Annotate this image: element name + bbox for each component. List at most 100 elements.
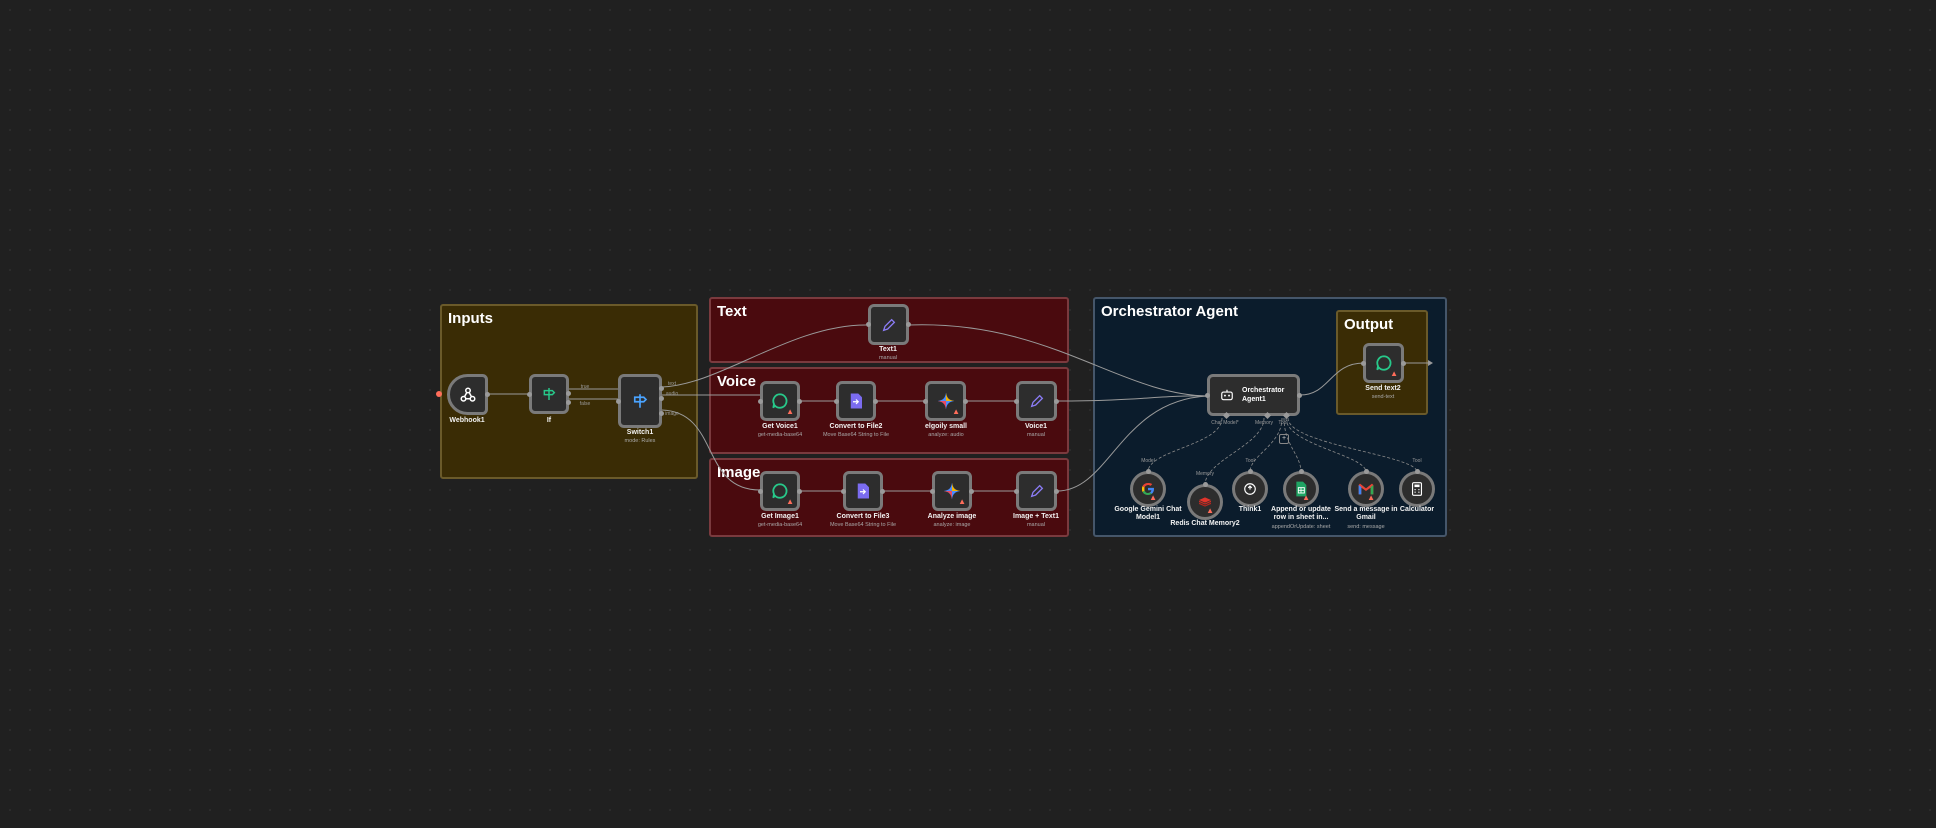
get-image-node[interactable]: ▲	[758, 471, 802, 511]
add-tool-button[interactable]: +	[1279, 434, 1289, 444]
calculator-icon	[1411, 482, 1423, 496]
group-title: Image	[717, 464, 761, 481]
sheets-icon	[1295, 481, 1307, 497]
input-port[interactable]	[1361, 360, 1366, 366]
node-label: Text1	[879, 346, 897, 353]
edge-label-false: false	[579, 401, 591, 407]
edge-label-model: Model	[1141, 458, 1155, 464]
node-label: Get Voice1	[762, 423, 798, 430]
edge-label-true: true	[580, 384, 590, 390]
node-label: Voice1	[1024, 423, 1048, 430]
input-port[interactable]	[866, 322, 871, 327]
node-subtitle: Move Base64 String to File	[829, 522, 897, 528]
node-label: Switch1	[626, 429, 654, 436]
gmail-node[interactable]: ▲	[1348, 469, 1384, 507]
node-subtitle: mode: Rules	[624, 438, 656, 444]
input-port[interactable]	[930, 488, 935, 494]
warning-icon: ▲	[952, 407, 960, 416]
warning-icon: ▲	[1302, 493, 1310, 502]
text1-node[interactable]	[866, 304, 911, 345]
webhook-trigger-dot	[436, 391, 442, 397]
output-port[interactable]	[1145, 469, 1151, 474]
warning-icon: ▲	[786, 407, 794, 416]
output-port[interactable]	[1363, 469, 1369, 474]
chat-bubble-icon	[771, 392, 789, 410]
warning-icon: ▲	[786, 497, 794, 506]
analyze-image-node[interactable]: ▲	[930, 471, 974, 511]
gemini-icon	[937, 392, 955, 410]
input-port[interactable]	[834, 398, 839, 404]
if-node[interactable]	[527, 374, 571, 414]
output-port-image[interactable]	[659, 411, 664, 416]
pencil-icon	[1029, 393, 1045, 409]
output-port[interactable]	[1054, 488, 1059, 494]
elgoily-small-node[interactable]: ▲	[923, 381, 968, 421]
output-port[interactable]	[1401, 360, 1406, 366]
edge-label-tool: Tool	[1412, 458, 1422, 464]
image-text-node[interactable]	[1014, 471, 1059, 511]
node-subtitle: manual	[878, 355, 898, 361]
get-voice-node[interactable]: ▲	[758, 381, 802, 421]
group-title: Voice	[717, 373, 756, 390]
input-port[interactable]	[527, 391, 532, 397]
convert-to-file2-node[interactable]	[834, 381, 878, 421]
think-node[interactable]	[1232, 469, 1268, 507]
output-port[interactable]	[797, 488, 802, 494]
node-label: Convert to File3	[836, 513, 890, 520]
input-port[interactable]	[841, 488, 846, 494]
gemini-chat-model-node[interactable]: ▲	[1130, 469, 1166, 507]
node-label: Orchestrator Agent1	[1242, 387, 1285, 403]
output-port[interactable]	[1298, 469, 1304, 474]
output-port[interactable]	[969, 488, 974, 494]
robot-icon	[1220, 388, 1234, 402]
google-icon	[1140, 481, 1156, 497]
calculator-node[interactable]	[1399, 469, 1435, 507]
output-port[interactable]	[1297, 392, 1302, 398]
input-port[interactable]	[616, 398, 621, 404]
node-label: Send text2	[1365, 385, 1401, 392]
file-convert-icon	[855, 482, 871, 500]
output-port[interactable]	[485, 392, 490, 397]
pencil-icon	[881, 317, 897, 333]
output-port[interactable]	[906, 322, 911, 327]
output-port-false[interactable]	[566, 400, 571, 405]
node-label: Analyze image	[927, 513, 977, 520]
output-port[interactable]	[880, 488, 885, 494]
input-port[interactable]	[758, 488, 763, 494]
node-subtitle: Move Base64 String to File	[822, 432, 890, 438]
output-port-text[interactable]	[659, 386, 664, 391]
output-port[interactable]	[1414, 469, 1420, 474]
pencil-icon	[1029, 483, 1045, 499]
input-port[interactable]	[1014, 488, 1019, 494]
node-subtitle: analyze: audio	[928, 432, 964, 438]
switch-node[interactable]	[616, 374, 664, 428]
redis-memory-node[interactable]: ▲	[1187, 482, 1223, 520]
orchestrator-agent-node[interactable]: Orchestrator Agent1	[1205, 374, 1302, 420]
gmail-icon	[1358, 483, 1374, 495]
output-port[interactable]	[873, 398, 878, 404]
warning-icon: ▲	[1206, 506, 1214, 515]
output-port[interactable]	[797, 398, 802, 404]
webhook-node[interactable]	[447, 374, 490, 415]
output-port[interactable]	[1247, 469, 1253, 474]
node-label: Append or update row in sheet in...	[1271, 506, 1331, 521]
input-port[interactable]	[1014, 398, 1019, 404]
warning-icon: ▲	[1149, 493, 1157, 502]
output-port[interactable]	[963, 398, 968, 404]
webhook-icon	[459, 386, 477, 404]
output-port-audio[interactable]	[659, 396, 664, 401]
send-text-node[interactable]: ▲	[1361, 343, 1406, 383]
think-icon	[1243, 482, 1257, 496]
input-port[interactable]	[758, 398, 763, 404]
convert-to-file3-node[interactable]	[841, 471, 885, 511]
output-port[interactable]	[1054, 398, 1059, 404]
file-convert-icon	[848, 392, 864, 410]
output-port[interactable]	[1202, 482, 1208, 487]
google-sheets-node[interactable]: ▲	[1283, 469, 1319, 507]
port-label-memory: Memory	[1254, 420, 1274, 426]
voice1-node[interactable]	[1014, 381, 1059, 421]
input-port[interactable]	[1205, 392, 1210, 398]
input-port[interactable]	[923, 398, 928, 404]
output-port-true[interactable]	[566, 391, 571, 396]
